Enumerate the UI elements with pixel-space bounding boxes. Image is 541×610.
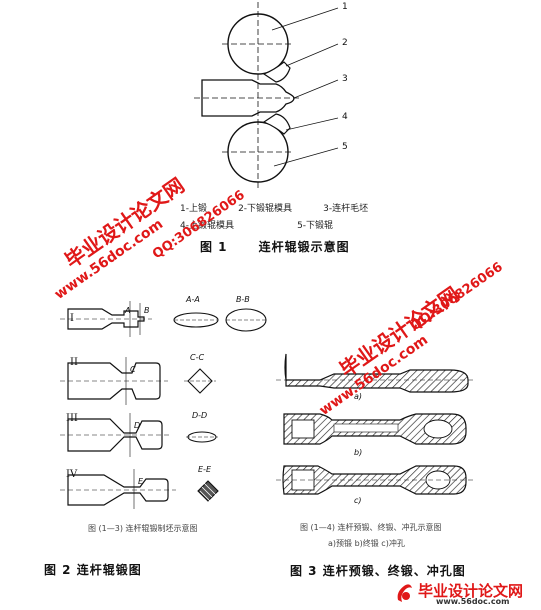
legend-row-1: 1-上锻 2-下锻辊模具 3-连杆毛坯	[180, 196, 368, 215]
footer-logo-text: 毕业设计论文网	[418, 582, 524, 600]
footer-logo: 毕业设计论文网 www.56doc.com	[392, 580, 537, 607]
legend-item: 4-上锻辊模具	[180, 221, 234, 231]
stage-II: II	[70, 357, 78, 368]
section-E-letter: E	[138, 477, 144, 486]
section-B-B: B-B	[236, 295, 250, 304]
figure-3-inner-sub: a)预锻 b)终锻 c)冲孔	[328, 539, 405, 548]
figure-1-caption: 图 1 连杆辊锻示意图	[200, 236, 350, 255]
footer-url: www.56doc.com	[436, 597, 510, 606]
section-A-A: A-A	[186, 295, 200, 304]
label-1: 1	[342, 2, 348, 12]
stage-I: I	[70, 313, 74, 324]
sub-label-c: c)	[354, 496, 362, 505]
roll-forging-diagram	[194, 2, 339, 190]
upper-die	[262, 61, 291, 83]
pre-finish-forging-diagram	[276, 353, 474, 495]
caption-number: 图 1	[200, 240, 228, 254]
figure-3-caption: 图 3 连杆预锻、终锻、冲孔图	[290, 564, 466, 578]
section-B-letter: B	[144, 306, 150, 315]
connecting-rod-a	[284, 353, 469, 393]
section-C-C: C-C	[190, 353, 205, 362]
sub-label-a: a)	[354, 392, 363, 401]
legend-item: 3-连杆毛坯	[323, 204, 369, 214]
stage-IV: IV	[66, 469, 78, 480]
figure-2-caption: 图 2 连杆辊锻图	[44, 563, 142, 577]
stage-III: III	[66, 413, 78, 424]
legend-item: 5-下锻辊	[297, 221, 334, 231]
label-5: 5	[342, 142, 348, 152]
caption-text: 连杆辊锻示意图	[258, 240, 350, 254]
sub-label-b: b)	[354, 448, 363, 457]
section-C-letter: C	[130, 365, 136, 374]
label-2: 2	[342, 38, 348, 48]
roll-forging-stages-diagram	[60, 301, 267, 509]
label-3: 3	[342, 74, 348, 84]
lower-die	[262, 113, 291, 135]
legend-item: 1-上锻	[180, 204, 207, 214]
figure-3: a) b) c) 图 (1—4) 连杆预锻、终锻、冲孔示意图 a)预锻 b)终锻…	[270, 340, 541, 580]
figure-2: I II III IV A B C D E A-A B-B C-C D-D E-…	[0, 285, 270, 577]
label-4: 4	[342, 112, 348, 122]
section-D-D: D-D	[192, 411, 208, 420]
figure-3-inner-caption: 图 (1—4) 连杆预锻、终锻、冲孔示意图	[300, 523, 442, 532]
section-D-letter: D	[134, 421, 141, 430]
legend-row-2: 4-上锻辊模具 5-下锻辊	[180, 213, 333, 232]
figure-1: 1 2 3 4 5 1-上锻 2-下锻辊模具 3-连杆毛坯 4-上锻辊模具 5-…	[0, 0, 541, 260]
section-E-E: E-E	[198, 465, 211, 474]
figure-2-inner-caption: 图 (1—3) 连杆辊锻制坯示意图	[88, 524, 198, 533]
logo-icon	[397, 584, 412, 602]
legend-item: 2-下锻辊模具	[238, 204, 293, 214]
section-A-letter: A	[125, 306, 131, 315]
